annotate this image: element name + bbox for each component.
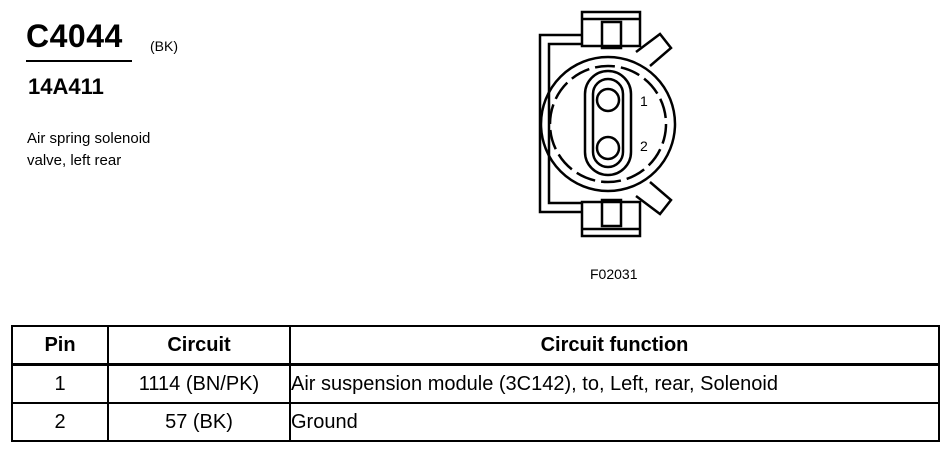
connector-right-wing (635, 181, 673, 216)
circuit-cell: 57 (BK) (107, 402, 291, 442)
connector-latch-bracket-inner (547, 42, 583, 205)
figure-code: F02031 (590, 266, 638, 282)
column-header-circuit: Circuit (107, 325, 291, 366)
pin-cavity (583, 69, 633, 177)
circuit-cell: 1114 (BN/PK) (107, 363, 291, 404)
function-cell: Air suspension module (3C142), to, Left,… (289, 363, 940, 404)
column-header-pin: Pin (11, 325, 109, 366)
connector-top-tab (580, 10, 642, 48)
pinout-table: Pin Circuit Circuit function 1 1114 (BN/… (11, 325, 940, 442)
pin-label: 1 (640, 93, 648, 109)
description-line: valve, left rear (27, 152, 122, 169)
pin-2-terminal (595, 135, 621, 161)
table-row: 1 1114 (BN/PK) Air suspension module (3C… (11, 363, 940, 404)
connector-description: Air spring solenoid valve, left rear (27, 128, 227, 172)
connector-color: (BK) (150, 38, 178, 54)
title-underline (26, 60, 132, 62)
connector-latch-bracket (538, 33, 583, 214)
part-number: 14A411 (28, 74, 104, 99)
table-header-row: Pin Circuit Circuit function (11, 325, 940, 366)
pin-label: 2 (640, 138, 648, 154)
connector-seal-ring (548, 64, 668, 184)
connector-face-diagram: 1 2 (538, 10, 677, 238)
pin-cell: 2 (11, 402, 109, 442)
description-line: Air spring solenoid (27, 130, 151, 147)
connector-id: C4044 (26, 18, 123, 54)
column-header-function: Circuit function (289, 325, 940, 366)
connector-body-outline (539, 55, 677, 193)
connector-bottom-tab (580, 200, 642, 238)
pin-cell: 1 (11, 363, 109, 404)
connector-right-wing (635, 32, 673, 67)
pin-1-terminal (595, 87, 621, 113)
table-row: 2 57 (BK) Ground (11, 402, 940, 442)
function-cell: Ground (289, 402, 940, 442)
